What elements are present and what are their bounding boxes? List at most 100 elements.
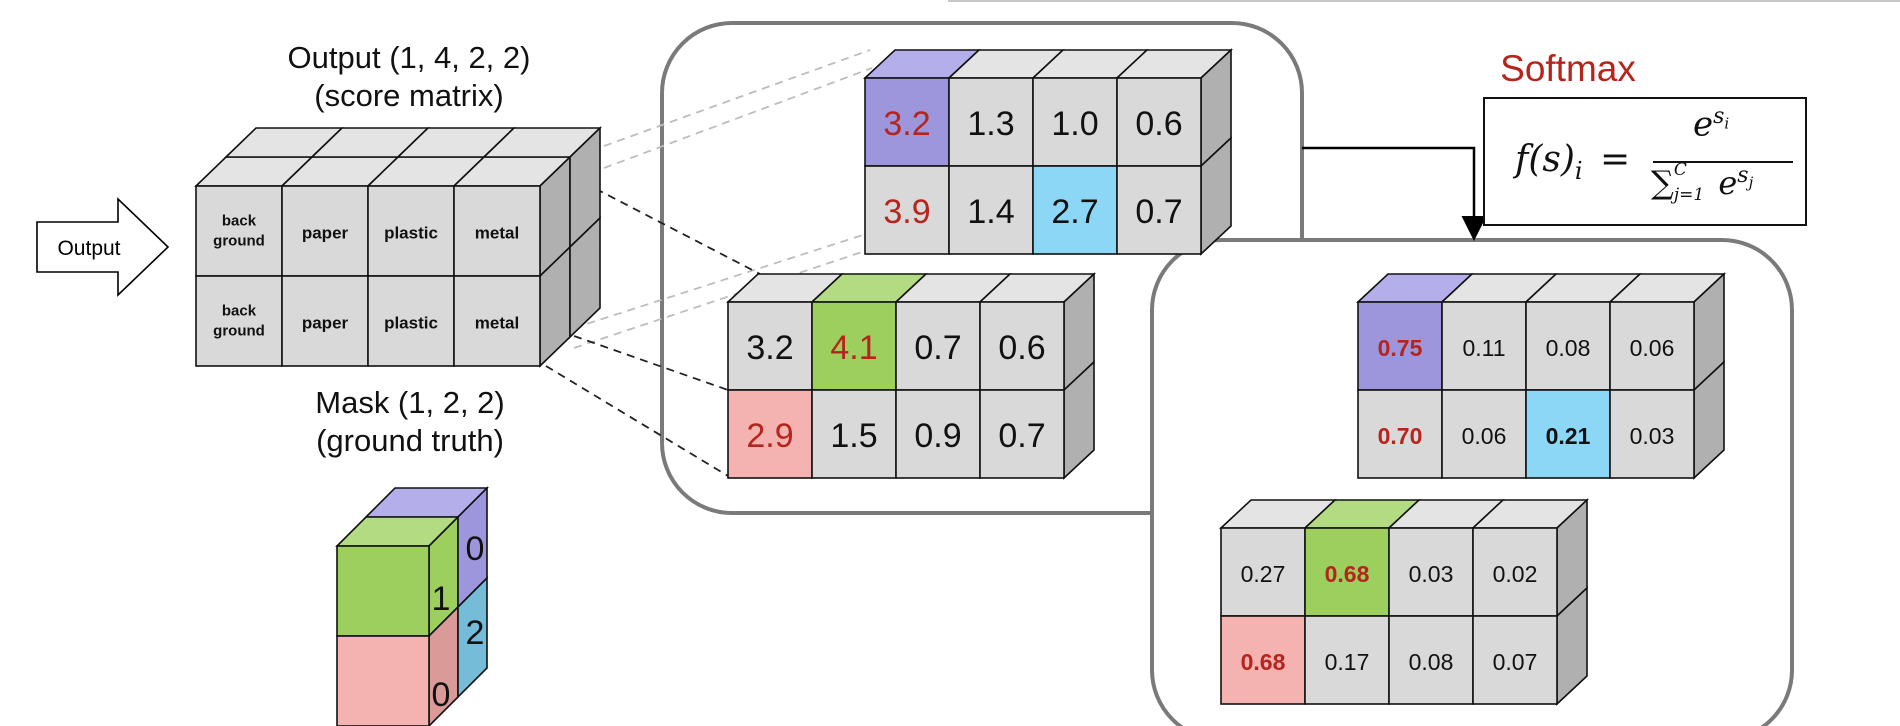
score-grid-back: 3.2 1.3 1.0 0.6 3.9 1.4 2.7 0.7 (862, 48, 1234, 256)
mask-front-bottom-cell (336, 635, 430, 726)
cell-value: 0.02 (1493, 561, 1538, 587)
cell-value: 0.9 (914, 417, 961, 455)
grid-cell (895, 389, 981, 479)
class-label: paper (302, 314, 349, 333)
cell-value: 0.7 (914, 329, 961, 367)
grid-cell (1032, 77, 1118, 167)
probability-grid-back: 0.75 0.11 0.08 0.06 0.70 0.06 0.21 0.03 (1355, 272, 1727, 480)
cell-value: 3.2 (746, 329, 793, 367)
class-label: metal (475, 224, 519, 243)
grid-cell (948, 165, 1034, 255)
grid-cell (1609, 389, 1695, 479)
grid-cell (1357, 389, 1443, 479)
grid-cell (1220, 615, 1306, 705)
cell-value: 0.7 (998, 417, 1045, 455)
cell-value: 0.06 (1630, 335, 1675, 361)
softmax-connector-arrow (1302, 146, 1487, 241)
cell-value: 0.70 (1378, 423, 1423, 449)
mask-title-line1: Mask (1, 2, 2) (315, 385, 505, 420)
formula-lhs-sub: i (1574, 157, 1583, 186)
grid-cell (1525, 301, 1611, 391)
formula-lhs: f(s) (1515, 139, 1575, 180)
mask-side-back-bottom (457, 576, 488, 699)
cube-front-cell (195, 185, 283, 277)
projection-lines (545, 49, 873, 477)
cell-value: 0.27 (1241, 561, 1286, 587)
cell-value: 1.0 (1051, 105, 1098, 143)
output-arrow-label: Output (57, 237, 120, 260)
score-matrix-title-line2: (score matrix) (314, 78, 503, 113)
mask-value: 0 (432, 676, 451, 714)
class-label-part: ground (213, 323, 265, 340)
cube-front-cell (281, 275, 369, 367)
cell-value: 0.6 (1135, 105, 1182, 143)
cell-value: 0.08 (1546, 335, 1591, 361)
mask-title-line2: (ground truth) (316, 423, 504, 458)
cell-value: 3.9 (883, 193, 930, 231)
cell-value: 0.21 (1546, 423, 1591, 449)
cube-side-cell (569, 216, 601, 339)
class-label-part: back (222, 303, 257, 320)
cell-value: 1.5 (830, 417, 877, 455)
grid-cell (811, 389, 897, 479)
cell-value: 0.68 (1325, 561, 1370, 587)
grid-cell (979, 301, 1065, 391)
grid-cell (1032, 165, 1118, 255)
class-label: paper (302, 224, 349, 243)
mask-value: 0 (466, 530, 485, 568)
grid-cell (727, 301, 813, 391)
grid-cell (895, 301, 981, 391)
output-input-arrow: Output (36, 197, 170, 297)
formula-numerator: esi (1693, 104, 1730, 145)
grid-cell (979, 389, 1065, 479)
class-label-part: ground (213, 233, 265, 250)
grid-cell (1304, 615, 1390, 705)
formula-equals: = (1600, 139, 1631, 180)
score-matrix-title-line1: Output (1, 4, 2, 2) (288, 40, 531, 75)
cube-front-cell (453, 185, 541, 277)
cube-front-cell (367, 185, 455, 277)
grid-cell (1116, 77, 1202, 167)
grid-cell (727, 389, 813, 479)
cell-value: 0.11 (1462, 335, 1505, 361)
grid-cell (811, 301, 897, 391)
cell-value: 0.17 (1325, 649, 1370, 675)
cell-value: 0.68 (1241, 649, 1286, 675)
cell-value: 0.08 (1409, 649, 1454, 675)
cell-value: 0.06 (1462, 423, 1507, 449)
cell-value: 1.4 (967, 193, 1014, 231)
cell-value: 2.7 (1051, 193, 1098, 231)
cell-value: 0.03 (1409, 561, 1454, 587)
cube-front-cell (195, 275, 283, 367)
class-label: plastic (384, 224, 438, 243)
mask-value: 1 (432, 580, 451, 618)
grid-cell (1441, 301, 1527, 391)
probability-grid-front: 0.27 0.68 0.03 0.02 0.68 0.17 0.08 0.07 (1218, 498, 1590, 706)
class-label-part: back (222, 213, 257, 230)
mask-front-top-cell (336, 545, 430, 637)
cell-value: 0.75 (1378, 335, 1423, 361)
softmax-title: Softmax (1500, 48, 1636, 89)
cell-value: 0.7 (1135, 193, 1182, 231)
top-divider-line (948, 0, 1900, 2)
formula-fraction-bar (1653, 161, 1793, 163)
class-label: plastic (384, 314, 438, 333)
cube-front-cell (281, 185, 369, 277)
grid-cell (1609, 301, 1695, 391)
class-label: metal (475, 314, 519, 333)
grid-cell (1116, 165, 1202, 255)
grid-cell (1388, 527, 1474, 617)
grid-cell (1472, 527, 1558, 617)
cell-value: 4.1 (830, 329, 877, 367)
cell-value: 3.2 (883, 105, 930, 143)
cell-value: 1.3 (967, 105, 1014, 143)
cell-value: 0.07 (1493, 649, 1538, 675)
cell-value: 2.9 (746, 417, 793, 455)
cell-value: 0.03 (1630, 423, 1675, 449)
